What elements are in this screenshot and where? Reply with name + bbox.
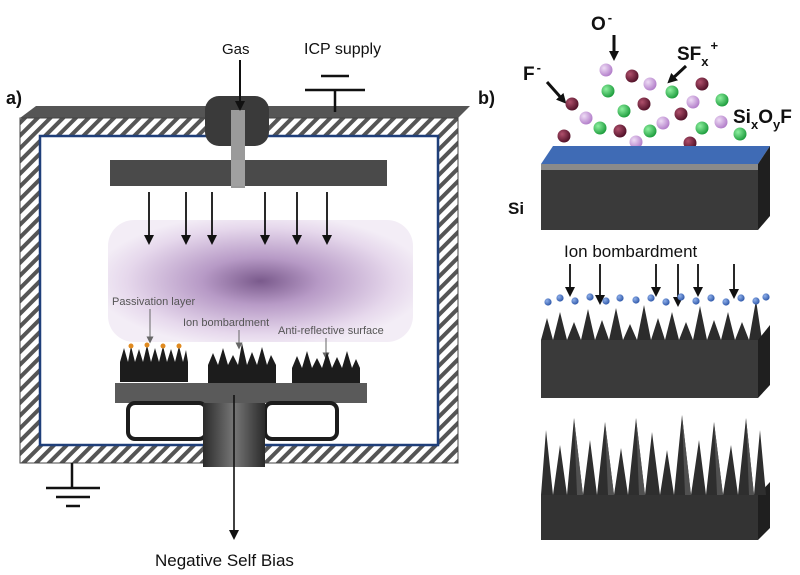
ion-bombardment-label-a: Ion bombardment: [183, 317, 269, 329]
sfx-ion-arrow: [667, 64, 688, 84]
panel-b-label: b): [478, 88, 495, 108]
etched-block-with-passivation: [541, 300, 770, 398]
sample-middle: [208, 343, 276, 385]
sample-left: [120, 342, 188, 382]
sixoyf-label: SixOyF: [733, 107, 792, 132]
negative-self-bias-label: Negative Self Bias: [155, 551, 294, 570]
ion-particles: [557, 63, 747, 150]
ground-symbol: [46, 463, 100, 508]
gas-channel: [231, 160, 245, 186]
f-ion-label: F-: [523, 60, 541, 85]
anti-reflective-label: Anti-reflective surface: [278, 325, 384, 337]
icp-supply-label: ICP supply: [304, 41, 381, 58]
plasma-region: [108, 220, 413, 342]
black-silicon-spikes-block: [541, 415, 770, 540]
sample-right: [292, 351, 360, 386]
substrate-chuck: [115, 383, 367, 467]
ion-bombardment-label-b: Ion bombardment: [564, 242, 698, 261]
icp-supply-symbol: [305, 74, 365, 112]
o-ion-label: O-: [591, 10, 612, 35]
sfx-ion-label: SFx+: [677, 38, 719, 69]
gas-flow-arrows: [144, 192, 332, 245]
si-substrate-block: [541, 146, 770, 230]
panel-a-label: a): [6, 88, 22, 108]
showerhead-electrode: [110, 160, 387, 186]
passivation-layer-label: Passivation layer: [112, 296, 195, 308]
f-ion-arrow: [545, 81, 567, 104]
passivation-dots: [544, 293, 770, 306]
gas-label: Gas: [222, 41, 250, 58]
si-label: Si: [508, 199, 524, 218]
bombardment-arrows: [565, 264, 739, 307]
